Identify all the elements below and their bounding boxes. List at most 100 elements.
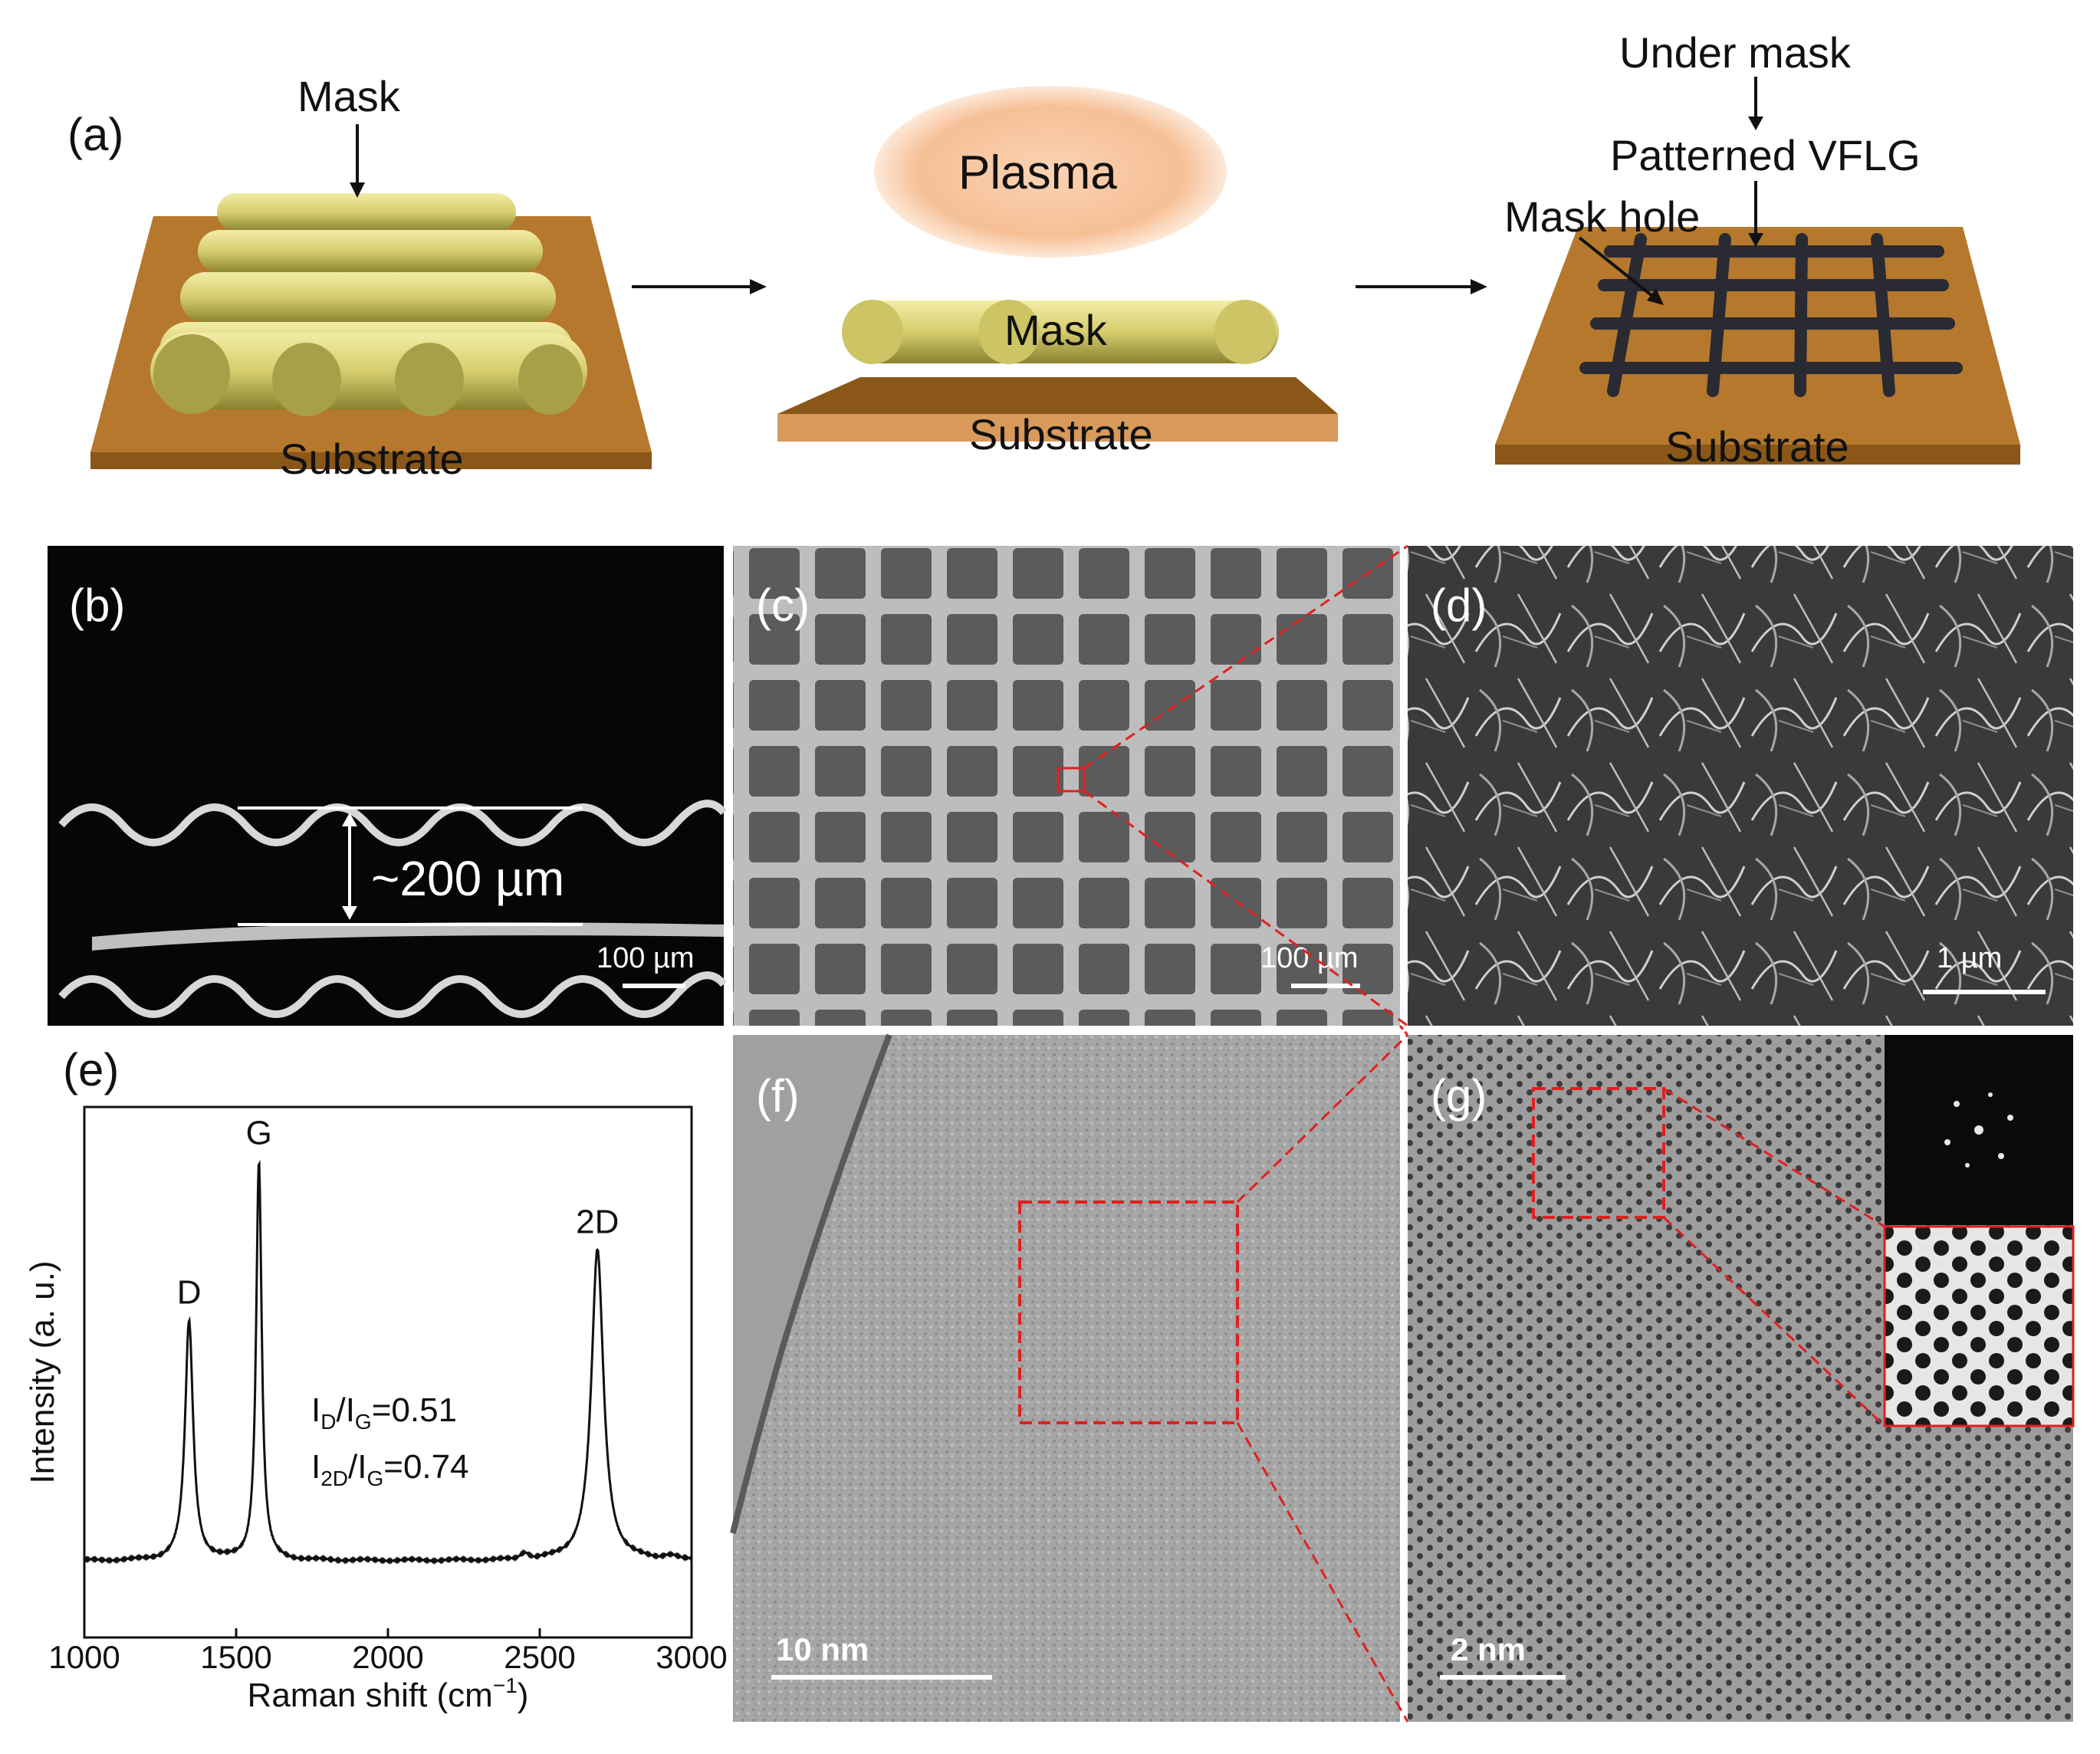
- process-arrow-2-head: [1471, 279, 1487, 294]
- mask-rod-end: [395, 343, 464, 416]
- chart-plot-frame: [83, 1105, 693, 1639]
- ratio-1-sub2: G: [355, 1410, 372, 1434]
- step1-substrate-label: Substrate: [280, 435, 464, 483]
- panel-b-image: [48, 546, 724, 1026]
- zoom-line-g-inset-top: [1663, 1087, 1885, 1228]
- ratio-2-base: I: [311, 1448, 320, 1486]
- step1-mask-stack: Mask Substrate: [90, 72, 652, 483]
- step3-substrate-edge: [1495, 445, 2020, 465]
- lower-wire-coil: [58, 971, 727, 1018]
- panel-g-scale-label: 2 nm: [1451, 1631, 1526, 1667]
- mask-rod: [180, 272, 556, 323]
- step2-mask-rod: [842, 301, 1279, 363]
- mask-rod-end: [153, 334, 230, 414]
- step2-plasma-process: Plasma Mask Substrate: [777, 86, 1338, 458]
- plasma-cloud: [874, 86, 1227, 258]
- x-tick-label: 3000: [656, 1639, 727, 1675]
- step1-mask-arrowhead: [350, 182, 365, 198]
- lattice-zoom-inset: [1883, 1225, 2075, 1427]
- panel-b-scale-label: 100 µm: [596, 942, 695, 974]
- fft-spots: [1944, 1092, 2013, 1168]
- ratio-2-mid: /I: [348, 1448, 366, 1486]
- step3-patterned-result: Under mask Patterned VFLG Mask hole Subs…: [1495, 28, 2020, 471]
- ratio-1-value: =0.51: [372, 1391, 457, 1429]
- peak-labels: D G 2D: [177, 1114, 619, 1311]
- panel-g-label: (g): [1431, 1070, 1487, 1122]
- panel-d-label: (d): [1431, 580, 1487, 631]
- step2-substrate: [777, 377, 1338, 414]
- panel-a-label: (a): [67, 109, 123, 160]
- zoom-line-f-g-bottom: [1236, 1422, 1409, 1723]
- mask-rod: [150, 333, 587, 409]
- panel-d-image: [1408, 546, 2073, 1026]
- x-axis-label-main: Raman shift (cm: [248, 1677, 493, 1714]
- peak-label-d: D: [177, 1274, 202, 1312]
- patterned-vflg-arrowhead: [1748, 233, 1763, 247]
- panel-c-label: (c): [756, 580, 810, 631]
- mask-rod-end: [978, 300, 1040, 364]
- under-mask-label: Under mask: [1619, 28, 1852, 77]
- panel-d-scale-label: 1 µm: [1937, 942, 2002, 974]
- zoom-line-d-f: [1398, 1025, 1409, 1036]
- panel-d: (d) 1 µm: [1408, 546, 2073, 1026]
- mask-hole-arrowhead: [1647, 288, 1664, 305]
- patterned-vflg-label: Patterned VFLG: [1610, 131, 1921, 179]
- x-axis-ticks: 1000 1500 2000 2500 3000: [48, 1628, 728, 1675]
- dimension-arrow-top: [342, 813, 357, 826]
- mask-rod-end: [272, 343, 341, 416]
- mask-hole-arrow: [1578, 236, 1658, 301]
- mask-rod-end: [518, 344, 583, 415]
- y-axis-label: Intensity (a. u.): [24, 1260, 61, 1483]
- zoom-line-g-inset-bottom: [1662, 1216, 1886, 1427]
- step1-mask-label: Mask: [297, 72, 401, 120]
- ratio-1-mid: /I: [336, 1391, 354, 1429]
- panel-a: (a) Mask Substrate Plasma: [67, 28, 2020, 483]
- peak-label-g: G: [246, 1114, 272, 1151]
- x-tick-label: 1000: [48, 1639, 120, 1675]
- step2-mask-label: Mask: [1004, 306, 1108, 354]
- upper-wire-coil: [58, 800, 727, 846]
- x-tick-label: 2000: [352, 1639, 423, 1675]
- panel-c-image: [733, 546, 1400, 1026]
- process-arrow-1-head: [750, 279, 767, 294]
- zoom-line-c-d-top: [1083, 544, 1408, 770]
- under-mask-arrowhead: [1748, 117, 1763, 130]
- mask-rod: [217, 193, 516, 232]
- zoom-line-f-g-top: [1236, 1033, 1409, 1204]
- panel-b: ~200 µm (b) 100 µm: [48, 546, 727, 1026]
- panel-g: (g) 2 nm: [1408, 1035, 2075, 1722]
- x-axis-label: Raman shift (cm−1): [248, 1674, 529, 1714]
- zoom-box-g: [1532, 1087, 1665, 1219]
- panel-f-label: (f): [756, 1070, 800, 1122]
- step3-substrate: [1495, 227, 2020, 445]
- step1-substrate-edge: [90, 452, 652, 469]
- zoom-box-c: [1057, 767, 1086, 793]
- raman-spectrum-line: [83, 1159, 693, 1565]
- x-tick-label: 1500: [200, 1639, 271, 1675]
- panel-b-label: (b): [69, 580, 125, 631]
- x-tick-label: 2500: [504, 1639, 575, 1675]
- peak-label-2d: 2D: [576, 1203, 619, 1240]
- panel-f-edge: [730, 1033, 892, 1534]
- panel-c: (c) 100 µm: [733, 546, 1400, 1026]
- panel-f-vacuum-region: [733, 1035, 889, 1518]
- panel-f: (f) 10 nm: [730, 1033, 1400, 1722]
- plasma-label: Plasma: [958, 146, 1117, 199]
- ratio-annotation-1: ID/IG=0.51: [311, 1391, 457, 1434]
- step2-substrate-edge: [777, 414, 1338, 442]
- ratio-1-sub1: D: [320, 1410, 336, 1434]
- ratio-2-sub2: G: [366, 1467, 383, 1490]
- panel-f-scale-label: 10 nm: [776, 1631, 869, 1667]
- step3-substrate-label: Substrate: [1665, 422, 1849, 471]
- zoom-box-f: [1018, 1201, 1239, 1424]
- ratio-2-sub1: 2D: [320, 1467, 348, 1490]
- sample-sheet: [92, 922, 724, 951]
- ratio-1-base: I: [311, 1391, 320, 1429]
- vflg-grid: [1579, 233, 1963, 397]
- ratio-2-value: =0.74: [383, 1448, 468, 1486]
- panel-c-scale-label: 100 µm: [1260, 942, 1359, 974]
- ratio-annotation-2: I2D/IG=0.74: [311, 1448, 469, 1490]
- dimension-arrow-bottom: [342, 906, 357, 920]
